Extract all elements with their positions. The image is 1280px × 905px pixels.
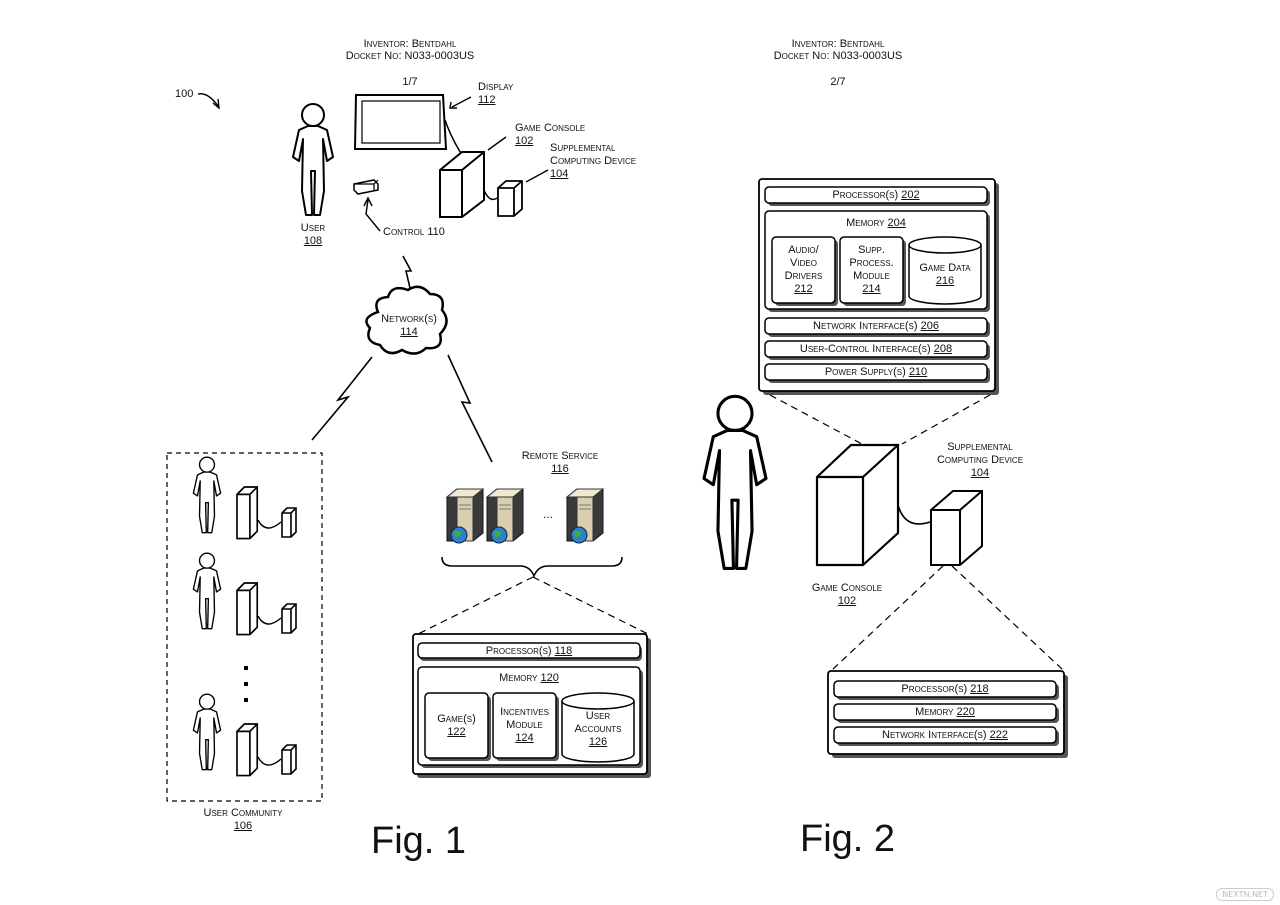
supp-module-line2: Process. <box>840 257 903 270</box>
game-console-icon <box>440 152 500 217</box>
watermark: NEXTN.NET <box>1216 888 1274 901</box>
game-console-large-icon <box>817 445 930 565</box>
processor-118-ref: 118 <box>555 645 573 657</box>
supplemental-label-line2: Computing Device <box>550 155 636 168</box>
fig1-caption: Fig. 1 <box>371 820 466 863</box>
supplemental-device-large-icon <box>931 491 982 565</box>
memory-120-ref: 120 <box>541 672 559 684</box>
av-drivers-line1: Audio/ <box>772 244 835 257</box>
remote-service-label: Remote Service <box>500 450 620 463</box>
processor-218-label: Processor(s) 218 <box>834 683 1056 696</box>
game-console-label: Game Console <box>515 122 585 135</box>
user-accounts-line1: User <box>562 710 634 723</box>
console-ref-arrow <box>488 137 506 150</box>
memory-220-ref: 220 <box>957 706 975 718</box>
user-figure-large <box>704 396 766 568</box>
game-data-ref: 216 <box>909 275 981 288</box>
community-member-2 <box>193 553 296 634</box>
supp-module-line1: Supp. <box>840 244 903 257</box>
fig2-game-console-label: Game Console <box>797 582 897 595</box>
fig1-page-number: 1/7 <box>390 76 430 89</box>
supplemental-ref-arrow <box>526 170 548 182</box>
user-accounts-line2: Accounts <box>562 723 634 736</box>
incentives-label-line1: Incentives <box>493 706 556 719</box>
processor-218-ref: 218 <box>970 683 988 695</box>
user-community-ref: 106 <box>183 820 303 833</box>
memory-220-label: Memory 220 <box>834 706 1056 719</box>
incentives-ref: 124 <box>493 732 556 745</box>
community-member-3 <box>193 694 296 775</box>
fig2-caption: Fig. 2 <box>800 818 895 861</box>
memory-204-ref: 204 <box>888 217 906 229</box>
fig2-supplemental-line1: Supplemental <box>920 441 1040 454</box>
av-drivers-line2: Video <box>772 257 835 270</box>
control-label: Control 110 <box>383 226 445 239</box>
supplemental-label-line1: Supplemental <box>550 142 615 155</box>
user-community-label: User Community <box>183 807 303 820</box>
remote-service-brace <box>442 557 622 576</box>
supp-module-ref: 214 <box>840 283 903 296</box>
network-interface-222-label: Network Interface(s) 222 <box>834 729 1056 742</box>
control-ref-arrow <box>366 200 380 231</box>
supp-module-line3: Module <box>840 270 903 283</box>
network-interface-206-label: Network Interface(s) 206 <box>765 320 987 333</box>
fig1-docket: Docket No: N033-0003US <box>320 50 500 63</box>
fig2-page-number: 2/7 <box>818 76 858 89</box>
network-interface-222-ref: 222 <box>990 729 1008 741</box>
controller-icon <box>354 180 378 194</box>
user-ref: 108 <box>293 235 333 248</box>
av-drivers-ref: 212 <box>772 283 835 296</box>
processor-202-label: Processor(s) 202 <box>765 189 987 202</box>
user-label: User <box>293 222 333 235</box>
wireless-link-remote <box>448 355 492 462</box>
display-ref-arrow <box>452 97 471 107</box>
wireless-link-community <box>312 357 372 440</box>
community-ellipsis-dots <box>244 666 248 702</box>
server-icon <box>567 489 603 543</box>
game-console-ref: 102 <box>515 135 533 148</box>
wireless-link-user <box>403 256 411 288</box>
memory-120-label: Memory 120 <box>418 672 640 685</box>
display-icon <box>355 95 464 158</box>
processor-202-ref: 202 <box>901 189 919 201</box>
power-supply-ref: 210 <box>909 366 927 378</box>
user-figure <box>293 104 333 215</box>
user-accounts-ref: 126 <box>562 736 634 749</box>
remote-projection-lines <box>416 577 650 635</box>
game-data-label: Game Data <box>909 262 981 275</box>
server-icon <box>447 489 483 543</box>
incentives-label-line2: Module <box>493 719 556 732</box>
console-projection-lines <box>770 395 990 444</box>
fig2-supplemental-line2: Computing Device <box>920 454 1040 467</box>
supplemental-device-icon <box>498 181 522 216</box>
user-control-interface-label: User-Control Interface(s) 208 <box>765 343 987 356</box>
network-interface-206-ref: 206 <box>921 320 939 332</box>
remote-service-ref: 116 <box>500 463 620 476</box>
network-ref: 114 <box>370 326 448 339</box>
fig2-supplemental-ref: 104 <box>920 467 1040 480</box>
servers-ellipsis: ... <box>536 508 560 521</box>
server-icon <box>487 489 523 543</box>
system-ref-label: 100 <box>175 88 193 101</box>
fig2-game-console-ref: 102 <box>797 595 897 608</box>
community-member-1 <box>193 457 296 538</box>
display-label: Display <box>478 81 513 94</box>
supplemental-ref: 104 <box>550 168 568 181</box>
games-label: Game(s) <box>425 713 488 726</box>
fig2-docket: Docket No: N033-0003US <box>748 50 928 63</box>
processor-118-label: Processor(s) 118 <box>418 645 640 658</box>
power-supply-label: Power Supply(s) 210 <box>765 366 987 379</box>
display-ref: 112 <box>478 94 496 107</box>
network-label: Network(s) <box>370 313 448 326</box>
av-drivers-line3: Drivers <box>772 270 835 283</box>
games-ref: 122 <box>425 726 488 739</box>
memory-204-label: Memory 204 <box>765 217 987 230</box>
user-control-interface-ref: 208 <box>934 343 952 355</box>
